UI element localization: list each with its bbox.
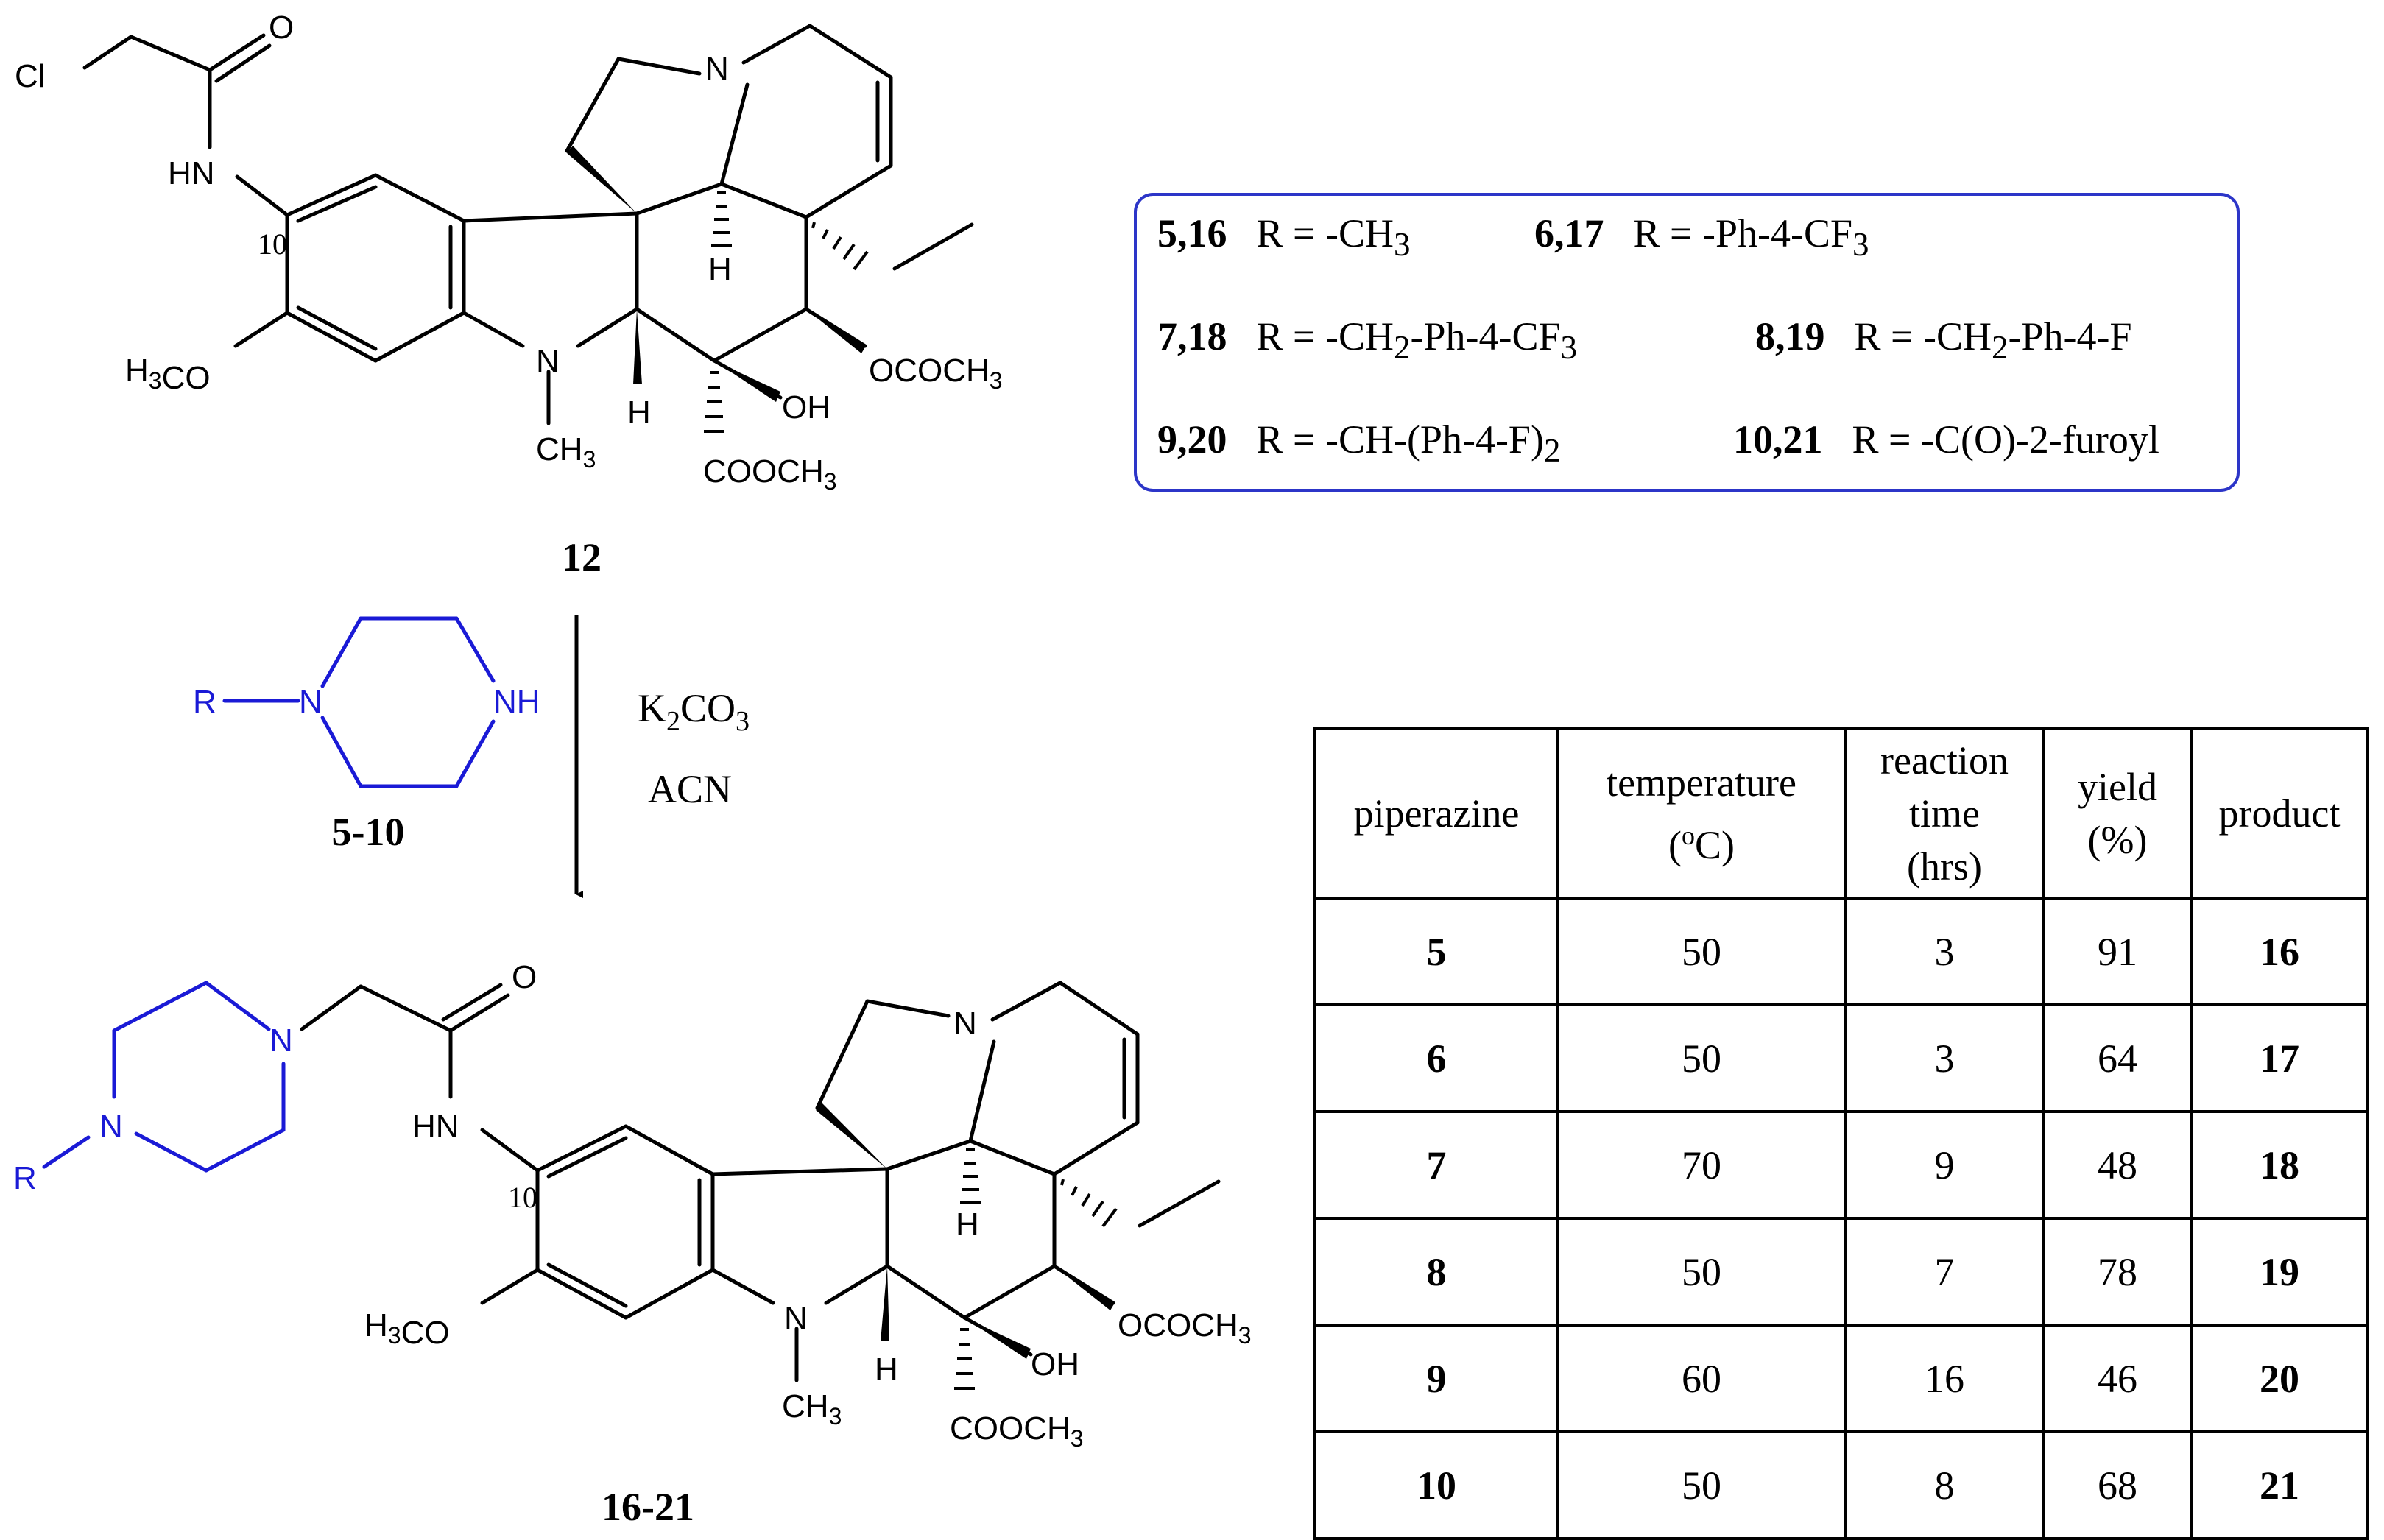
table-row: 5 50 3 91 16: [1313, 897, 2369, 1006]
cell-product: 16: [2190, 897, 2369, 1006]
reagent-r: R: [193, 684, 216, 720]
product-atom-labels: O HN 10 H3CO N CH3 N H H OH OCOCH3 COOCH…: [13, 959, 1252, 1452]
cell-temperature: 50: [1556, 897, 1847, 1006]
cell-piperazine: 9: [1313, 1324, 1559, 1433]
product-atom-oh: OH: [1031, 1346, 1079, 1382]
table-row: 7 70 9 48 18: [1313, 1110, 2369, 1220]
cell-temperature: 50: [1556, 1430, 1847, 1540]
table-row: 10 50 8 68 21: [1313, 1430, 2369, 1540]
product-compound-label: 16-21: [602, 1485, 694, 1529]
cell-piperazine: 5: [1313, 897, 1559, 1006]
atom-h3co: H3CO: [125, 353, 211, 396]
cell-piperazine: 7: [1313, 1110, 1559, 1220]
product-piperazine: [42, 981, 286, 1173]
position-number: 10: [258, 227, 287, 261]
cell-yield: 64: [2042, 1003, 2193, 1113]
atom-o: O: [269, 10, 294, 46]
atom-n-indoline: N: [536, 343, 560, 379]
reagent-n: N: [299, 684, 322, 720]
product-atom-n-ring: N: [953, 1006, 977, 1042]
condition-base: K2CO3: [638, 686, 750, 737]
product-atom-n-indoline: N: [784, 1300, 808, 1336]
header-piperazine: piperazine: [1313, 727, 1559, 900]
cell-piperazine: 6: [1313, 1003, 1559, 1113]
atom-ch3: CH3: [536, 431, 596, 473]
cell-yield: 48: [2042, 1110, 2193, 1220]
atom-oh: OH: [782, 389, 830, 425]
cell-product: 19: [2190, 1217, 2369, 1327]
product-atom-ococh3: OCOCH3: [1118, 1307, 1252, 1349]
atom-n-ring: N: [705, 51, 729, 87]
table-row: 8 50 7 78 19: [1313, 1217, 2369, 1327]
reactant-atom-labels: Cl O HN 10 H3CO N CH3 N H H OH OCOCH3 CO…: [15, 10, 1003, 495]
cell-time: 3: [1844, 1003, 2045, 1113]
product-atom-hn: HN: [412, 1109, 459, 1145]
cell-time: 16: [1844, 1324, 2045, 1433]
table-row: 9 60 16 46 20: [1313, 1324, 2369, 1433]
product-atom-cooch3: COOCH3: [950, 1410, 1084, 1452]
product-position-number: 10: [508, 1181, 537, 1214]
cell-temperature: 50: [1556, 1217, 1847, 1327]
cell-yield: 78: [2042, 1217, 2193, 1327]
cell-product: 18: [2190, 1110, 2369, 1220]
cell-yield: 91: [2042, 897, 2193, 1006]
cell-yield: 68: [2042, 1430, 2193, 1540]
product-pip-n1: N: [269, 1022, 293, 1059]
product-atom-h3co: H3CO: [364, 1307, 450, 1351]
product-atom-h-bottom: H: [875, 1352, 898, 1388]
table-row: 6 50 3 64 17: [1313, 1003, 2369, 1113]
cell-piperazine: 10: [1313, 1430, 1559, 1540]
cell-temperature: 50: [1556, 1003, 1847, 1113]
condition-solvent: ACN: [648, 767, 732, 811]
cell-time: 3: [1844, 897, 2045, 1006]
cell-piperazine: 8: [1313, 1217, 1559, 1327]
cell-time: 7: [1844, 1217, 2045, 1327]
header-yield: yield(%): [2042, 727, 2193, 900]
reactant-stereo-bonds: [567, 146, 869, 433]
reagent-compound-label: 5-10: [332, 810, 405, 854]
product-structure: [300, 981, 1221, 1382]
atom-cooch3: COOCH3: [703, 453, 837, 495]
atom-cl: Cl: [15, 58, 46, 94]
header-temperature: temperature(oC): [1556, 727, 1847, 900]
reagent-structure: [222, 616, 496, 788]
cell-temperature: 70: [1556, 1110, 1847, 1220]
product-pip-n4: N: [99, 1109, 123, 1145]
cell-temperature: 60: [1556, 1324, 1847, 1433]
product-atom-ch3: CH3: [782, 1388, 842, 1430]
product-atom-h-top: H: [956, 1207, 979, 1243]
cell-yield: 46: [2042, 1324, 2193, 1433]
atom-h-bottom: H: [627, 395, 651, 431]
product-stereo-bonds: [816, 1103, 1118, 1390]
cell-product: 17: [2190, 1003, 2369, 1113]
reagent-atom-labels: R N NH: [193, 684, 540, 720]
cell-product: 21: [2190, 1430, 2369, 1540]
cell-time: 9: [1844, 1110, 2045, 1220]
atom-h-top: H: [708, 251, 732, 287]
reagent-nh: NH: [493, 684, 540, 720]
cell-product: 20: [2190, 1324, 2369, 1433]
product-r: R: [13, 1160, 37, 1196]
header-product: product: [2190, 727, 2369, 900]
product-atom-o: O: [512, 959, 537, 995]
atom-ococh3: OCOCH3: [869, 353, 1003, 394]
cell-time: 8: [1844, 1430, 2045, 1540]
atom-hn: HN: [168, 155, 215, 191]
reactant-structure: [82, 24, 974, 425]
reactant-compound-label: 12: [562, 535, 602, 579]
